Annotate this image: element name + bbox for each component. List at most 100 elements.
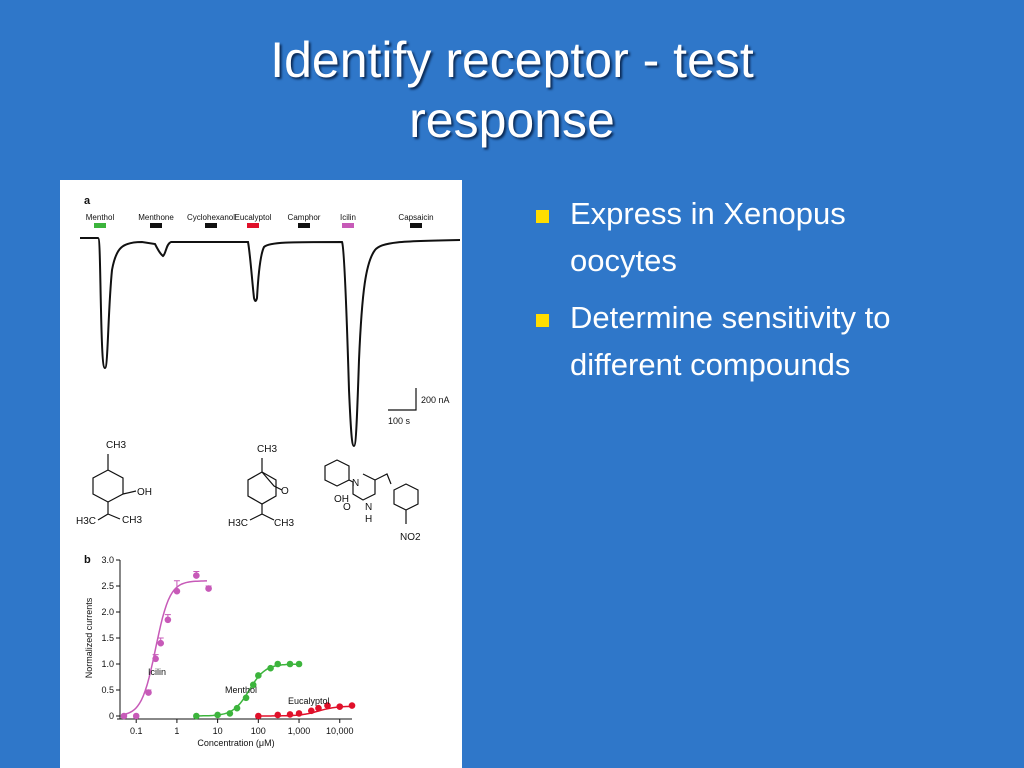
title-line-1: Identify receptor - test (270, 32, 754, 88)
icilin-structure (324, 459, 419, 524)
data-point-menthol (233, 704, 241, 712)
data-point-icilin (157, 639, 165, 647)
data-point-icilin (205, 585, 212, 592)
data-point-menthol (274, 660, 282, 668)
series-label-eucalyptol: Eucalyptol (288, 696, 330, 706)
stimulus-label: Cyclohexanol (187, 213, 235, 222)
data-point-icilin (145, 689, 152, 696)
data-point-eucalyptol (286, 711, 294, 718)
series-label-icilin: Icilin (148, 667, 166, 677)
icilin-oh: OH (334, 494, 349, 505)
data-point-icilin (132, 712, 140, 720)
y-tick-label: 1.5 (101, 633, 114, 643)
icilin-o: O (343, 502, 351, 513)
data-point-eucalyptol (255, 712, 262, 720)
data-point-icilin (120, 712, 128, 720)
bullet-item: Express in Xenopus oocytes (536, 190, 956, 284)
data-point-menthol (226, 710, 234, 717)
square-bullet-icon (536, 314, 549, 327)
x-tick-label: 10 (213, 726, 223, 736)
stimulus-bar (247, 223, 259, 228)
menthol-ch3: CH3 (106, 440, 126, 451)
stimulus-label: Icilin (340, 213, 356, 222)
data-point-menthol (267, 664, 274, 672)
x-axis-label: Concentration (μM) (197, 738, 274, 748)
data-point-menthol (214, 711, 221, 719)
x-tick-label: 1,000 (288, 726, 311, 736)
stimulus-bar (410, 223, 422, 228)
menthol-ch3-2: CH3 (122, 515, 142, 526)
current-trace (80, 237, 461, 448)
y-tick-label: 2.5 (101, 581, 114, 591)
data-point-icilin (173, 587, 181, 595)
bullet-text: Determine sensitivity to different compo… (570, 300, 891, 382)
y-tick-label: 3.0 (101, 555, 114, 565)
stimulus-label: Eucalyptol (235, 213, 272, 222)
data-point-menthol (295, 660, 303, 668)
data-point-eucalyptol (336, 703, 344, 710)
dose-response-plot: 0 0.5 1.0 1.5 2.0 2.5 3.0 0.1 1 10 100 1,000 10,000 N… (84, 555, 356, 748)
icilin-h: H (365, 514, 372, 525)
eucalyptol-ch3: CH3 (257, 444, 277, 455)
eucalyptol-h3c: H3C (228, 518, 248, 529)
x-tick-label: 10,000 (326, 726, 354, 736)
bullet-text: Express in Xenopus oocytes (570, 196, 846, 278)
data-point-eucalyptol (295, 710, 303, 717)
scale-bar: 200 nA 100 s (388, 388, 450, 426)
stimulus-label: Capsaicin (398, 213, 433, 222)
stimulus-bar (94, 223, 106, 228)
fit-curve-menthol (197, 663, 298, 717)
icilin-no2: NO2 (400, 532, 421, 543)
menthol-oh: OH (137, 487, 152, 498)
y-tick-label: 1.0 (101, 659, 114, 669)
y-tick-label: 0.5 (101, 685, 114, 695)
eucalyptol-o: O (281, 486, 289, 497)
bullet-item: Determine sensitivity to different compo… (536, 294, 956, 388)
icilin-n1: N (352, 478, 359, 489)
menthol-structure (92, 454, 137, 521)
data-point-icilin (193, 572, 200, 579)
scale-bar-current: 200 nA (421, 395, 450, 405)
y-tick-label: 0 (109, 711, 114, 721)
scale-bar-time: 100 s (388, 416, 411, 426)
data-point-menthol (242, 694, 250, 702)
stimulus-label: Menthone (138, 213, 174, 222)
fit-curve-eucalyptol (259, 705, 351, 717)
series-label-menthol: Menthol (225, 685, 257, 695)
square-bullet-icon (536, 210, 549, 223)
stimulus-label: Menthol (86, 213, 115, 222)
stimulus-bar (298, 223, 310, 228)
data-point-icilin (152, 655, 159, 663)
bullet-list: Express in Xenopus oocytes Determine sen… (536, 190, 956, 398)
data-point-eucalyptol (274, 711, 282, 719)
data-point-menthol (255, 672, 262, 679)
stimulus-bar (342, 223, 354, 228)
data-point-menthol (193, 712, 200, 720)
data-point-eucalyptol (315, 704, 322, 712)
stimulus-label: Camphor (288, 213, 321, 222)
data-point-menthol (286, 660, 294, 668)
y-axis-label: Normalized currents (84, 597, 94, 678)
x-tick-label: 100 (251, 726, 266, 736)
panel-b-label: b (84, 554, 91, 566)
data-point-eucalyptol (307, 707, 315, 715)
data-point-icilin (164, 616, 172, 624)
y-tick-label: 2.0 (101, 607, 114, 617)
eucalyptol-structure (247, 458, 283, 521)
panel-a-label: a (84, 195, 91, 207)
x-tick-label: 0.1 (130, 726, 143, 736)
fit-curve-icilin (125, 580, 207, 715)
x-tick-label: 1 (174, 726, 179, 736)
eucalyptol-ch3-2: CH3 (274, 518, 294, 529)
stimulus-bar (205, 223, 217, 228)
icilin-n2: N (365, 502, 372, 513)
menthol-h3c: H3C (76, 516, 96, 527)
stimulus-bar (150, 223, 162, 228)
data-point-menthol (249, 681, 257, 689)
data-point-eucalyptol (324, 702, 331, 709)
data-point-eucalyptol (348, 702, 356, 709)
title-line-2: response (409, 92, 615, 148)
